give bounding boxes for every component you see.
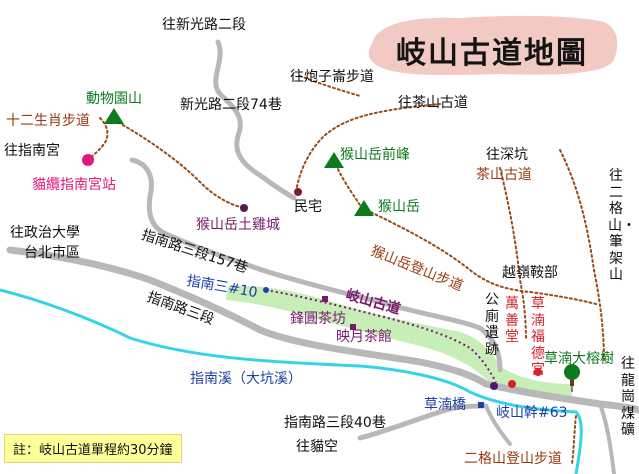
- label-zhinan-3-40: 指南路三段40巷: [284, 415, 386, 431]
- trail-zoo-to-chicken-city: [113, 119, 245, 209]
- label-to-zhinan-temple: 往指南宮: [4, 143, 60, 159]
- label-to-xinguang-2: 往新光路二段: [162, 17, 246, 33]
- label-monkey-mountain: 猴山岳: [378, 199, 420, 215]
- label-gong-ruins: 公廁遺跡: [485, 292, 499, 358]
- trail-chashan: [499, 167, 527, 341]
- gong-ruins-marker: [490, 382, 498, 390]
- title-banner: [368, 15, 618, 76]
- caonan-temple-marker: [534, 368, 542, 376]
- trail-monkey-ridge: [361, 207, 597, 305]
- label-zodiac-trail: 十二生肖步道: [6, 113, 90, 129]
- banyan-crown: [564, 364, 580, 380]
- label-to-maokong: 往貓空: [296, 439, 338, 455]
- trail-to-paozi-lun: [299, 75, 361, 97]
- label-zoo-mountain: 動物園山: [86, 91, 142, 107]
- label-caonan-bridge: 草湳橋: [424, 397, 466, 413]
- label-to-chashan: 往茶山古道: [398, 95, 468, 111]
- qishan-trail-highlight: [226, 285, 572, 398]
- label-maokong-station: 貓纜指南宮站: [32, 177, 116, 193]
- wanshan-marker: [508, 380, 516, 388]
- yingyue-tea-marker: [350, 324, 356, 330]
- label-taipei-urban: 台北市區: [24, 245, 80, 261]
- trail-erge: [559, 149, 605, 361]
- label-yingyue-tea: 映月茶館: [336, 329, 392, 345]
- road-to-maokong: [484, 404, 512, 446]
- monkey-mountain-marker: [354, 200, 374, 216]
- road-xinguang-2: [213, 39, 297, 201]
- trail-zodiac: [87, 117, 109, 161]
- fengyuan-tea-marker: [322, 296, 328, 302]
- label-qishan-63: 岐山幹#63: [496, 405, 568, 421]
- label-caonan-temple: 草湳福德宮: [531, 296, 545, 379]
- road-zhinan-157: [129, 157, 503, 373]
- label-fengyuan-tea: 鋒圓茶坊: [290, 311, 346, 327]
- road-to-longshang: [598, 402, 616, 474]
- map-title: 岐山古道地圖: [396, 36, 588, 71]
- label-yueling-pass: 越嶺鞍部: [502, 265, 558, 281]
- label-xinguang-74: 新光路二段74巷: [180, 97, 282, 113]
- maokong-station-marker: [82, 154, 94, 166]
- label-caonan-banyan: 草湳大榕樹: [544, 351, 614, 367]
- label-residence: 民宅: [294, 199, 322, 215]
- trail-time-note: 註：岐山古道單程約30分鐘: [4, 434, 182, 463]
- label-chashan-trail: 茶山古道: [476, 167, 532, 183]
- zhinan-3-10-marker: [263, 287, 269, 293]
- banyan-trunk: [570, 376, 574, 386]
- label-to-nccu: 往政治大學: [10, 225, 80, 241]
- label-to-paozi-lun: 往炮子崙步道: [290, 69, 374, 85]
- label-wanshan-hall: 萬善堂: [505, 296, 519, 346]
- monkey-front-peak-marker: [324, 152, 344, 168]
- river: [0, 288, 583, 474]
- label-monkey-front-peak: 猴山岳前峰: [340, 147, 410, 163]
- road-zhinan-3-40: [357, 403, 489, 441]
- label-zhinan-river: 指南溪（大坑溪）: [190, 371, 302, 387]
- residence-marker: [294, 188, 302, 196]
- label-to-erge-mountain: 往二格山・筆架山: [608, 168, 636, 284]
- label-to-longshang: 往龍崗煤礦: [621, 356, 635, 439]
- caonan-bridge-marker: [478, 402, 484, 408]
- road-zhinan-3: [6, 246, 639, 414]
- label-to-shenkeng: 往深坑: [486, 147, 528, 163]
- label-erge-trail: 二格山登山步道: [464, 451, 562, 467]
- trail-front-peak: [295, 103, 441, 193]
- chicken-city-marker: [240, 204, 248, 212]
- trail-to-erge-bottom: [571, 415, 577, 465]
- qishan-trail-line: [265, 289, 497, 383]
- label-monkey-chicken-city: 猴山岳土雞城: [196, 217, 280, 233]
- zoo-mountain-marker: [104, 108, 124, 124]
